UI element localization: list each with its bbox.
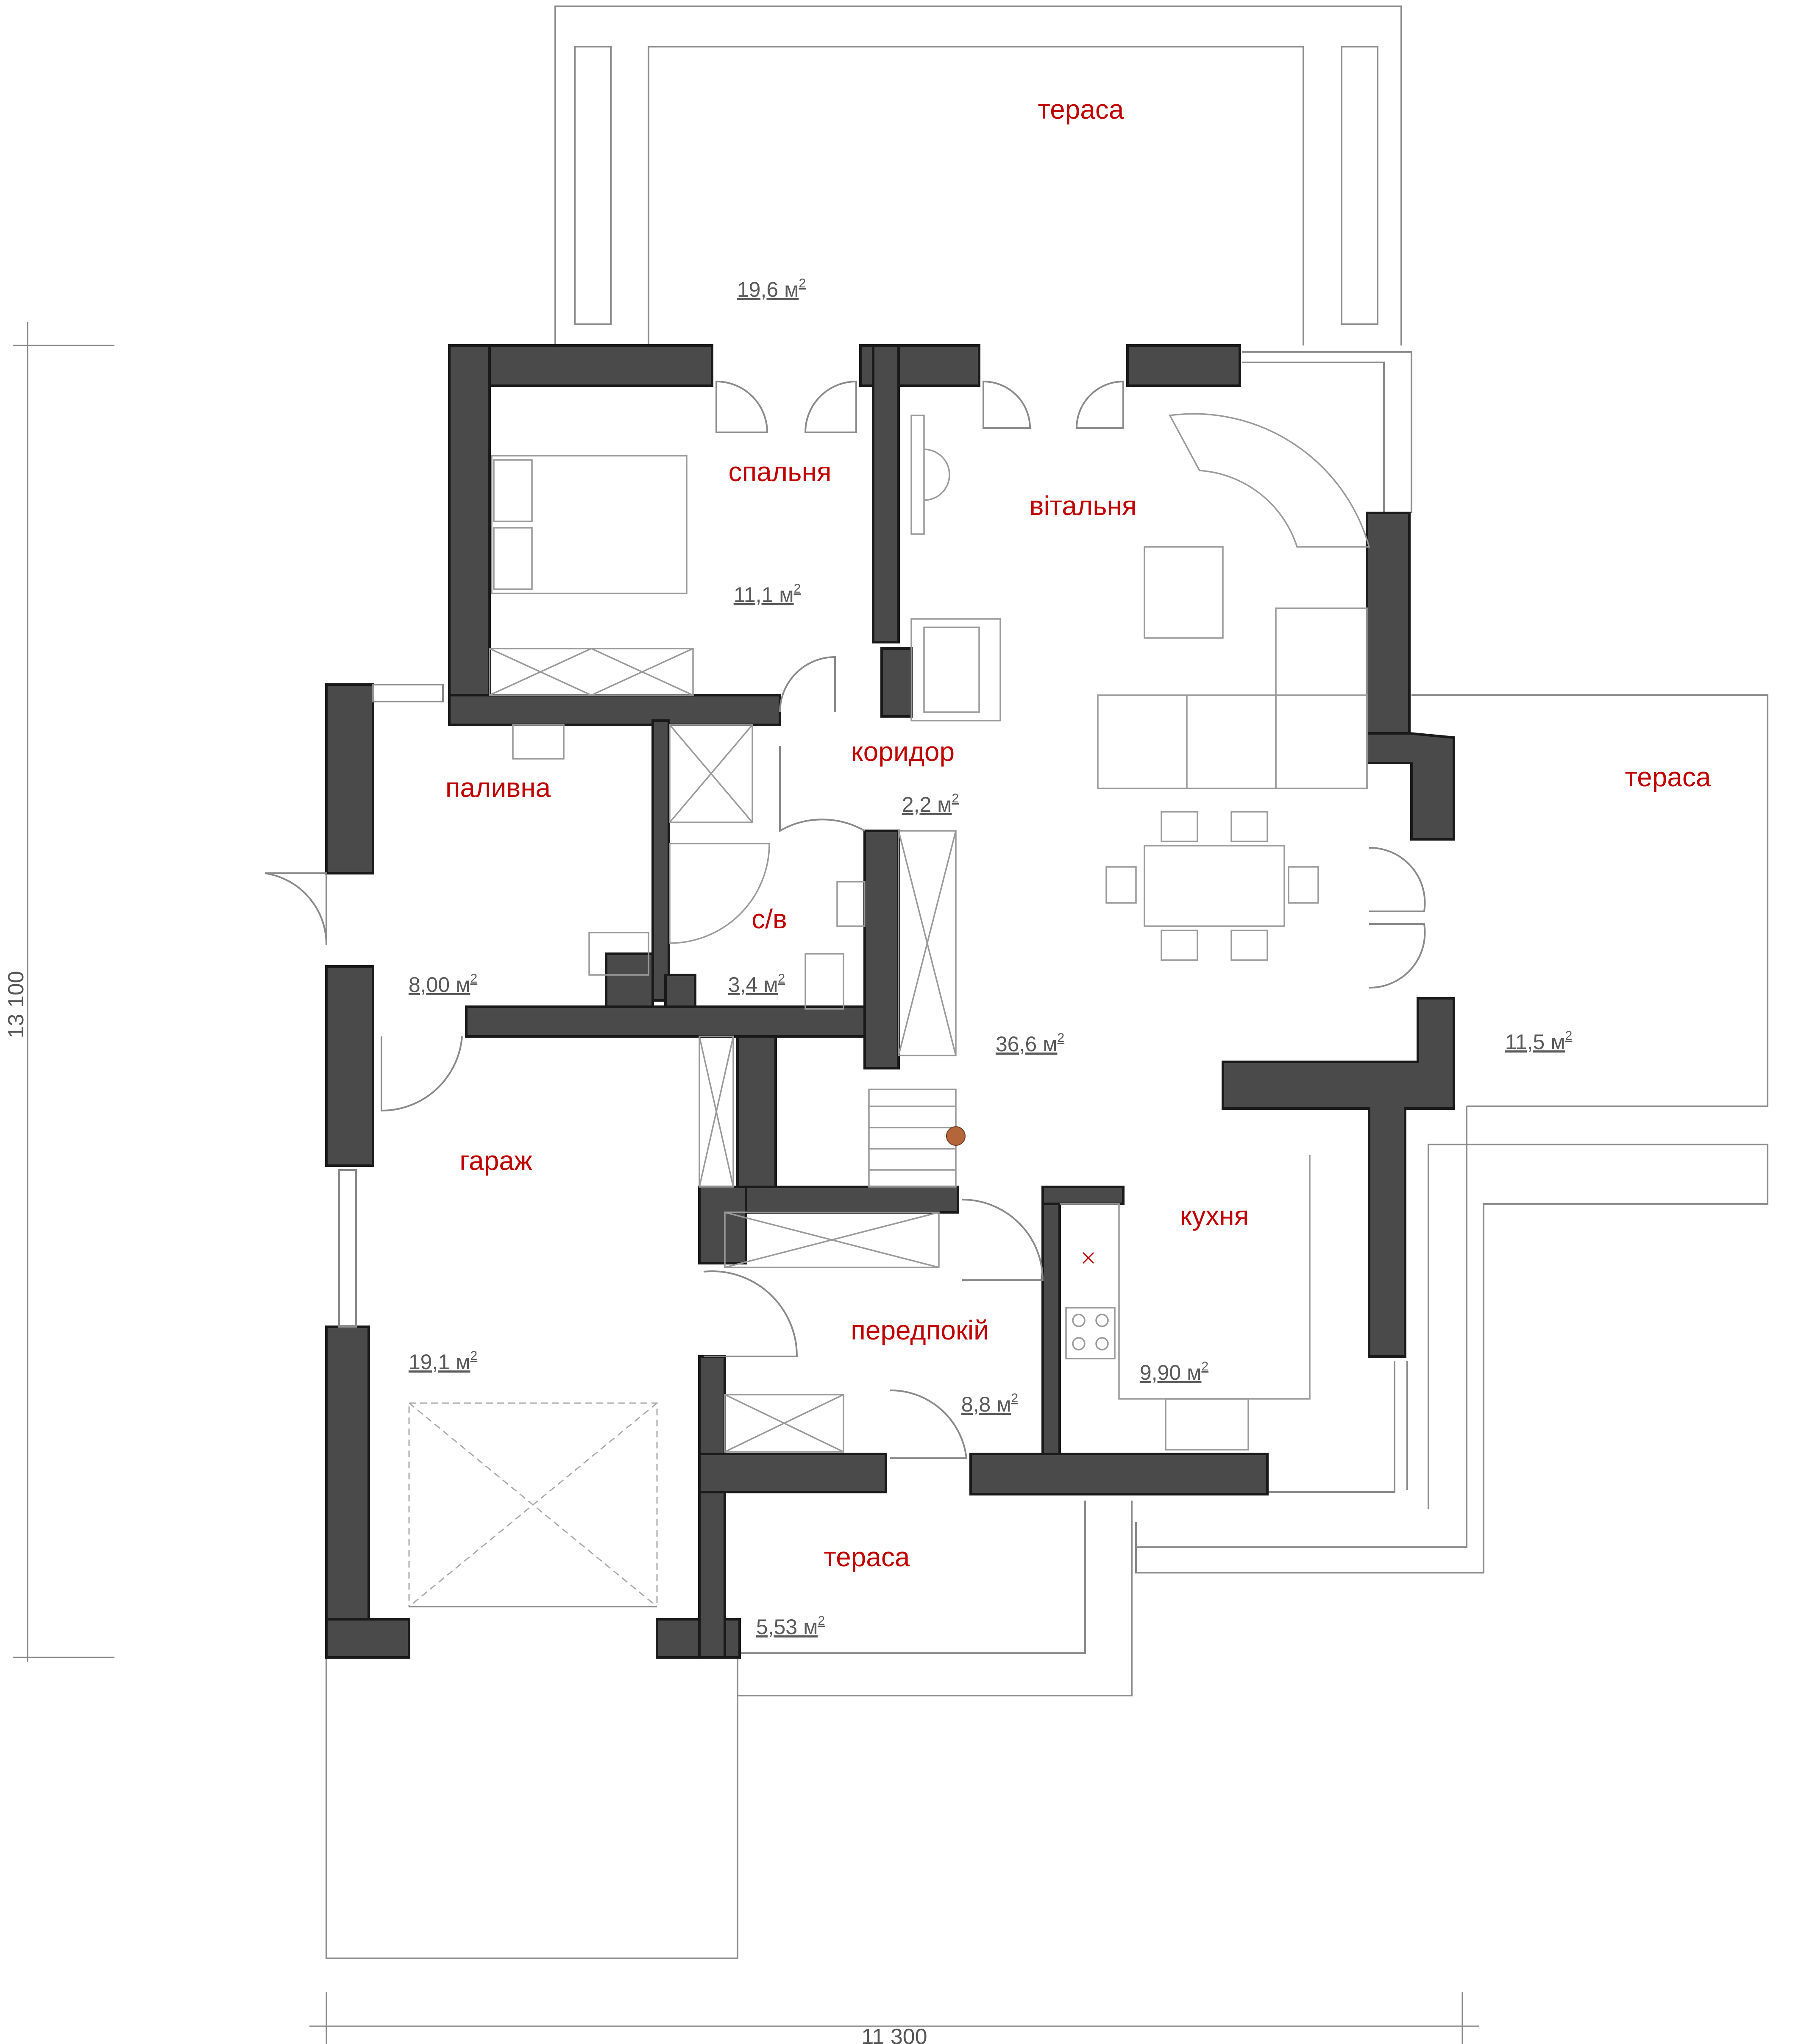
room-name-living: вітальня [1029,490,1136,521]
room-name-boiler: паливна [445,772,551,803]
area-hallway: 8,8 м2 [961,1391,1018,1416]
room-name-hallway: передпокій [851,1315,989,1345]
area-boiler: 8,00 м2 [409,972,477,997]
room-name-bathroom: с/в [752,904,787,934]
area-garage: 19,1 м2 [409,1349,477,1374]
dimension-width: 11 300 [861,2025,927,2044]
area-bathroom: 3,4 м2 [728,972,785,997]
dimension-height: 13 100 [4,971,28,1038]
room-name-garage: гараж [459,1145,532,1176]
room-name-kitchen: кухня [1180,1200,1249,1231]
dimension-lines [13,322,1479,2044]
walls [325,344,1455,1659]
furniture [489,413,1370,1453]
room-name-terrace-top: тераса [1038,94,1124,125]
area-kitchen: 9,90 м2 [1140,1359,1208,1384]
room-name-terrace-right: тераса [1625,762,1711,792]
openings [264,380,1426,1607]
terrace-outlines [326,6,1768,1959]
area-terrace-right: 11,5 м2 [1505,1029,1573,1054]
room-labels: тераса 19,6 м2 спальня 11,1 м2 вітальня … [409,94,1711,1639]
area-corridor: 2,2 м2 [902,791,959,816]
area-living: 36,6 м2 [996,1031,1064,1056]
area-terrace-bottom: 5,53 м2 [756,1614,825,1639]
room-name-terrace-bottom: тераса [824,1542,910,1572]
room-name-bedroom: спальня [729,457,832,487]
area-terrace-top: 19,6 м2 [737,276,806,301]
room-name-corridor: коридор [851,736,955,767]
area-bedroom: 11,1 м2 [734,582,801,607]
